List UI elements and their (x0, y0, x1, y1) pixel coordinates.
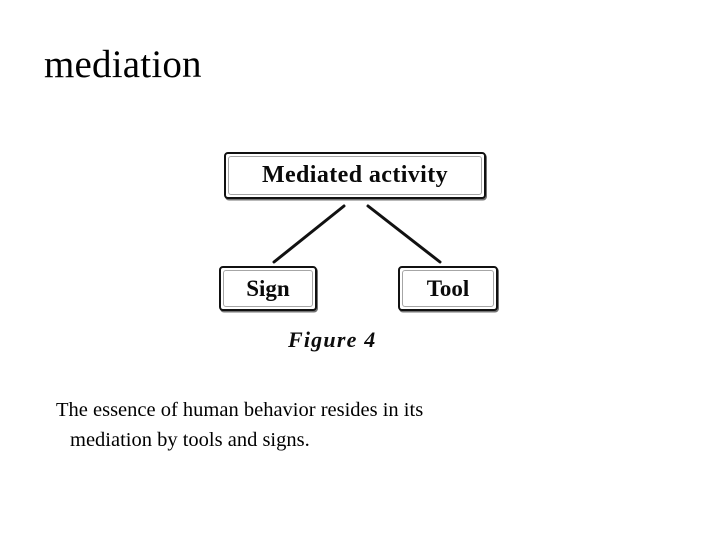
figure-caption: Figure 4 (288, 327, 377, 352)
node-sign-label: Sign (246, 275, 290, 301)
body-text-line-2: mediation by tools and signs. (70, 429, 310, 452)
body-text: The essence of human behavior resides in… (56, 395, 676, 456)
figure-diagram: Mediated activity Sign Tool Figure 4 (210, 140, 510, 375)
page-title: mediation (44, 43, 202, 86)
edge-mediated-to-sign (272, 204, 346, 264)
node-tool-label: Tool (426, 275, 470, 301)
node-mediated-activity-label: Mediated activity (261, 162, 449, 188)
node-sign: Sign (219, 266, 317, 311)
node-tool: Tool (398, 266, 498, 311)
body-text-line-1: The essence of human behavior resides in… (56, 399, 424, 421)
edge-mediated-to-tool (366, 204, 442, 264)
node-mediated-activity: Mediated activity (224, 152, 486, 199)
